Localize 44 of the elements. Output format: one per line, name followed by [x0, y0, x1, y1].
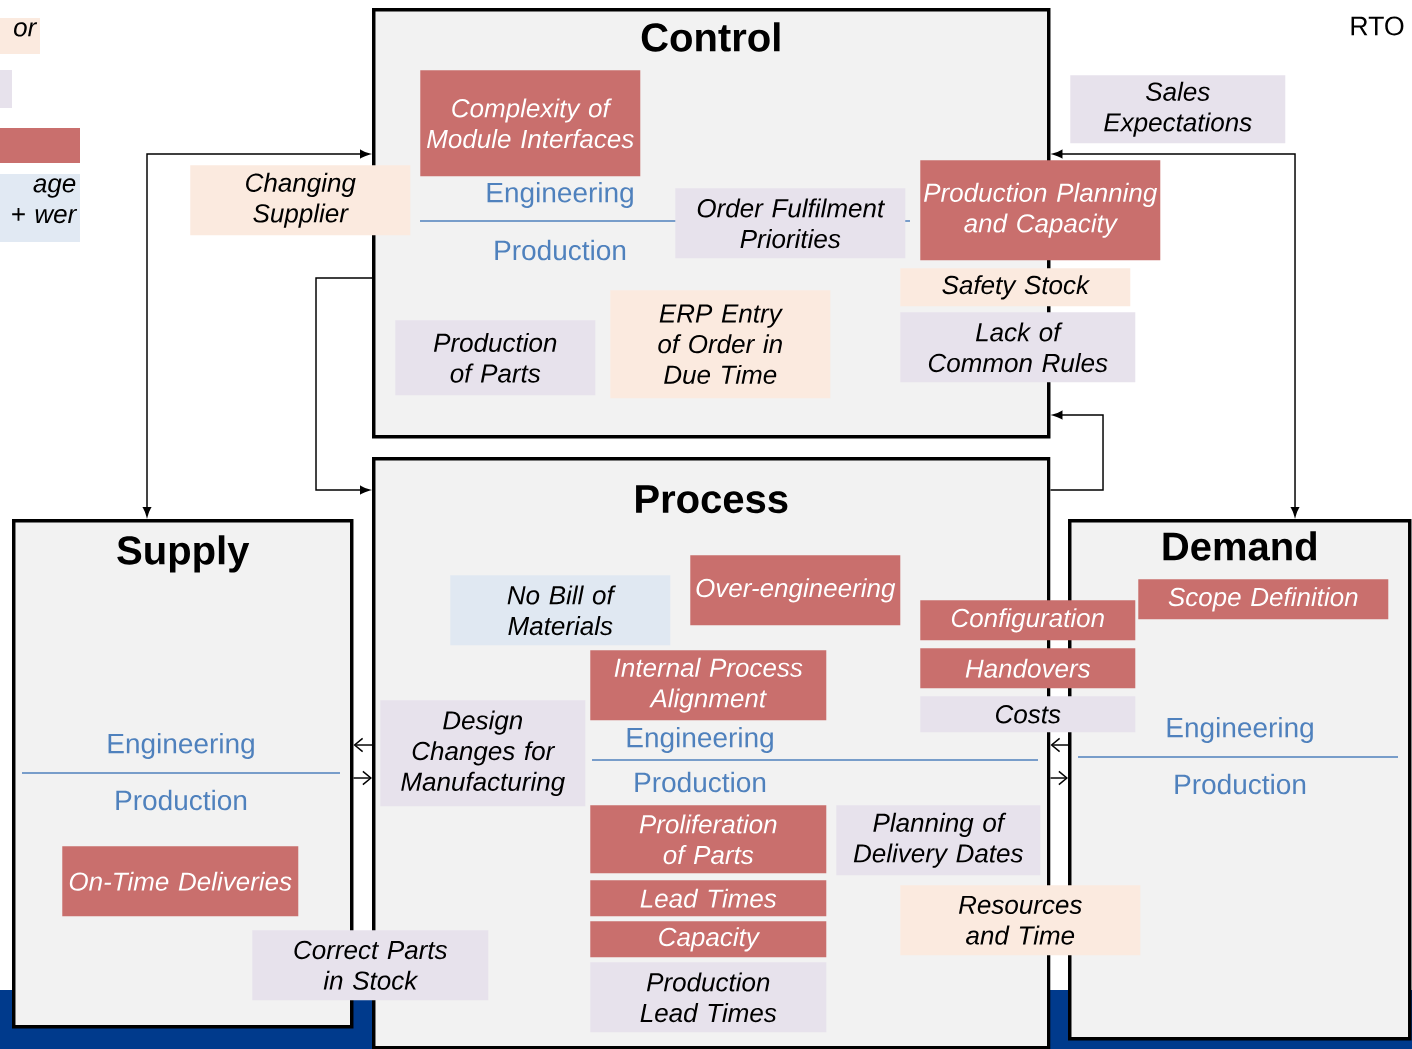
lane-label: Engineering: [487, 181, 633, 209]
lane-label: Engineering: [108, 732, 254, 760]
issue-box: Design Changes for Manufacturing: [380, 700, 586, 807]
issue-box: Complexity of Module Interfaces: [420, 70, 641, 177]
issue-box: Handovers: [920, 648, 1136, 689]
issue-box: Proliferation of Parts: [590, 805, 827, 874]
issue-box: Scope Definition: [1138, 579, 1389, 620]
lane-label: Production: [635, 771, 766, 793]
arrow: [1049, 410, 1104, 491]
issue-box: Lack of Common Rules: [900, 312, 1136, 383]
arrow: [315, 277, 373, 495]
issue-box: ERP Entry of Order in Due Time: [610, 290, 831, 399]
issue-box: Configuration: [920, 600, 1136, 641]
issue-box: Internal Process Alignment: [590, 650, 827, 721]
issue-box: Safety Stock: [900, 268, 1131, 307]
issue-box: Order Fulfilment Priorities: [675, 188, 906, 259]
issue-box: Costs: [920, 696, 1136, 733]
issue-box: Planning of Delivery Dates: [836, 805, 1041, 876]
arrow: [142, 149, 370, 517]
issue-box: Capacity: [590, 921, 827, 958]
arrow: [353, 737, 373, 753]
issue-box: Production Planning and Capacity: [920, 160, 1161, 261]
issue-box: No Bill of Materials: [450, 575, 671, 646]
arrow: [352, 770, 372, 786]
lane-label: Production: [495, 239, 626, 261]
issue-box: Changing Supplier: [190, 165, 411, 236]
page-label: RTO: [1351, 16, 1404, 36]
legend-text: age + wer: [12, 178, 78, 224]
issue-box: Resources and Time: [900, 885, 1141, 956]
legend-text: or: [14, 22, 38, 37]
lane-label: Production: [116, 789, 247, 811]
issue-box: On-Time Deliveries: [62, 846, 299, 917]
lane-label: Engineering: [627, 726, 773, 754]
issue-box: Sales Expectations: [1070, 75, 1286, 144]
lane-label: Engineering: [1167, 716, 1313, 744]
arrow: [1050, 737, 1069, 753]
issue-box: Correct Parts in Stock: [252, 930, 489, 1001]
lane-label: Production: [1175, 773, 1306, 795]
issue-box: Production Lead Times: [590, 962, 827, 1033]
issue-box: Lead Times: [590, 880, 827, 917]
issue-box: Over-engineering: [690, 555, 901, 626]
issue-box: Production of Parts: [395, 320, 596, 396]
arrow: [1052, 149, 1300, 517]
arrow: [1049, 770, 1068, 786]
